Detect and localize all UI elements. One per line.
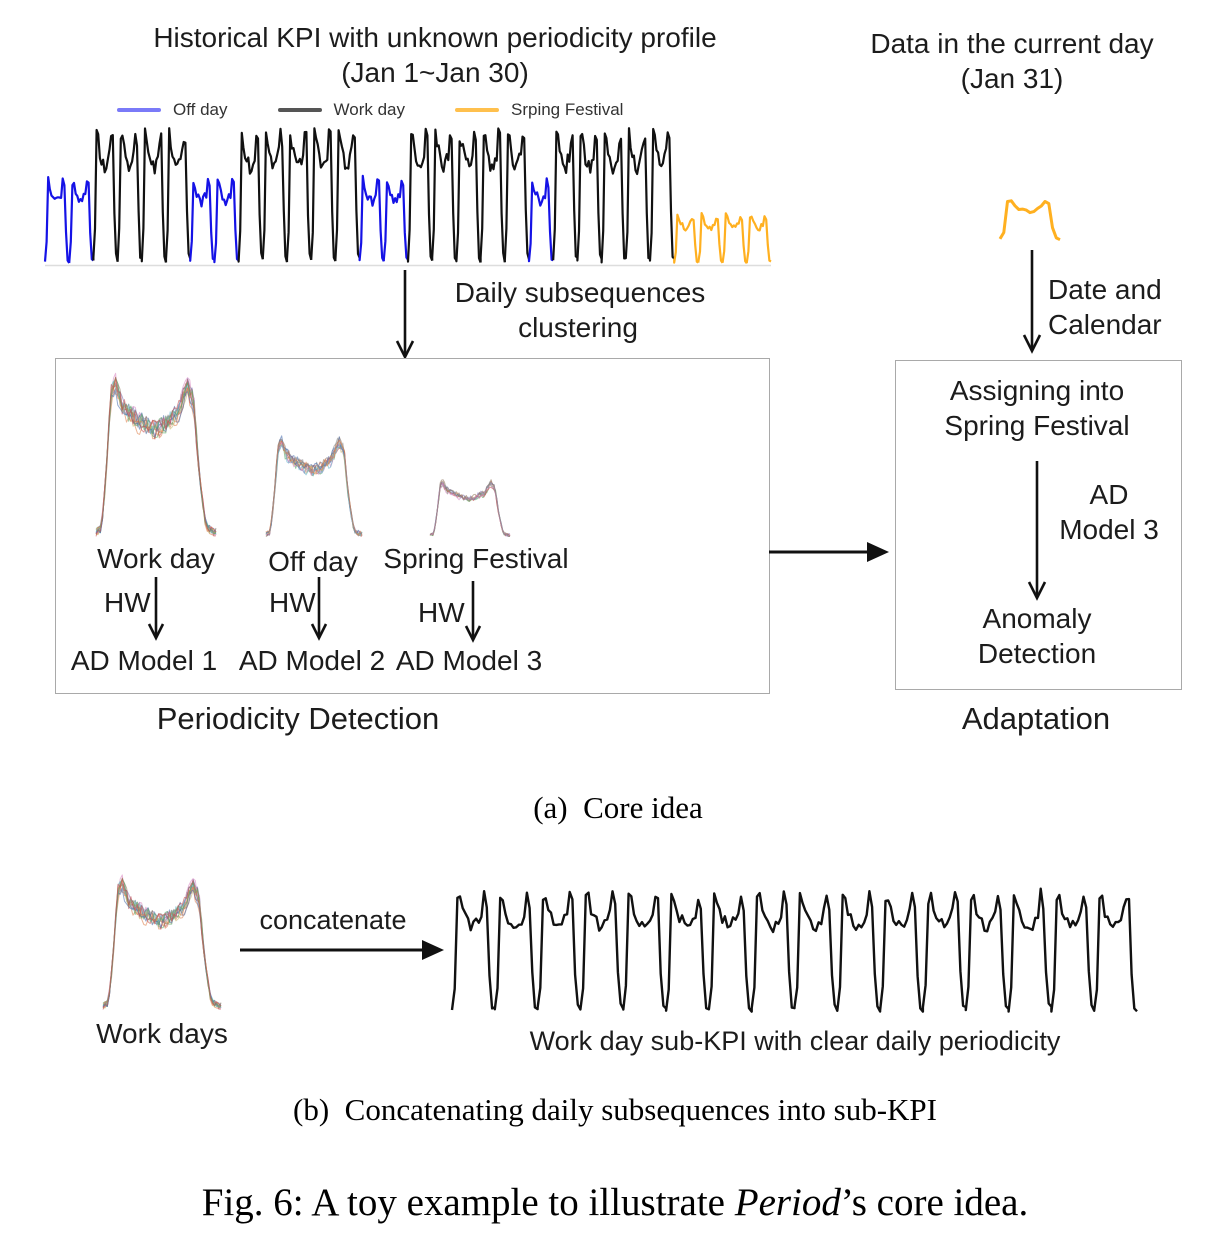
current-day-title: Data in the current day [870,28,1154,59]
legend-line-swatch [277,108,322,112]
current-day-curve [998,199,1061,242]
subkpi-label: Work day sub-KPI with clear daily period… [529,1026,1061,1056]
ad-model-3-label: AD Model 3 [395,645,543,676]
ad-model3-down-arrow [1027,461,1047,601]
ad-arrow-label-line2: Model 3 [1059,514,1159,545]
workdays-label: Work days [96,1018,228,1049]
adaptation-box: Assigning into Spring Festival AD Model … [895,360,1182,690]
legend-line-swatch [117,108,161,112]
festival-cluster-plot [429,479,511,537]
legend-item: Srping Festival [455,100,623,120]
historical-kpi-series [43,127,772,267]
panel-b-caption: (b) Concatenating daily subsequences int… [293,1092,937,1127]
subkpi-series [450,887,1138,1013]
hw-label-3: HW [418,597,465,628]
offday-cluster-label: Off day [268,546,358,577]
concatenate-arrow [240,940,444,960]
legend-item: Work day [277,100,406,120]
hw-arrow-1 [147,577,165,641]
assigning-label-line1: Assigning into [949,375,1125,406]
series-legend: Off day Work day Srping Festival [117,100,623,120]
hw-arrow-3 [464,581,482,643]
offday-cluster-plot [265,435,363,537]
clustering-label-line2: clustering [518,312,638,343]
ad-arrow-label-line1: AD [1089,479,1129,510]
adaptation-caption: Adaptation [961,701,1111,736]
concatenate-label: concatenate [259,905,407,935]
workdays-cluster-plot [102,874,222,1010]
workday-cluster-label: Work day [97,543,215,574]
assigning-label-line2: Spring Festival [944,410,1130,441]
anomaly-label-line1: Anomaly [982,603,1092,634]
legend-item: Off day [117,100,228,120]
festival-cluster-label: Spring Festival [383,543,569,574]
clustering-label-line1: Daily subsequences [454,277,706,308]
legend-line-swatch [455,108,499,112]
periodicity-detection-box: Work day Off day Spring Festival HW HW H… [55,358,770,694]
legend-label: Off day [173,100,228,119]
legend-label: Srping Festival [511,100,624,119]
clustering-down-arrow [395,270,415,360]
ad-model-2-label: AD Model 2 [238,645,386,676]
historical-kpi-date-range: (Jan 1~Jan 30) [341,57,529,88]
hw-label-2: HW [269,587,316,618]
panel-a-caption: (a) Core idea [533,790,703,825]
figure-caption-suffix: ’s core idea. [840,1181,1029,1224]
current-day-date: (Jan 31) [960,63,1064,94]
legend-label: Work day [333,100,406,119]
figure-caption-prefix: Fig. 6: A toy example to illustrate [201,1181,735,1224]
hw-arrow-2 [310,577,328,641]
figure-caption: Fig. 6: A toy example to illustrate Peri… [202,1180,1028,1225]
workday-cluster-plot [95,372,217,537]
date-label-line1: Date and [1048,274,1162,305]
to-adaptation-arrow [769,542,889,562]
ad-model-1-label: AD Model 1 [70,645,218,676]
historical-kpi-title: Historical KPI with unknown periodicity … [153,22,717,53]
date-calendar-down-arrow [1022,250,1042,354]
date-label-line2: Calendar [1048,309,1162,340]
periodicity-detection-caption: Periodicity Detection [156,701,440,736]
figure-caption-italic-word: Period [734,1181,841,1224]
hw-label-1: HW [104,587,151,618]
anomaly-label-line2: Detection [977,638,1097,669]
